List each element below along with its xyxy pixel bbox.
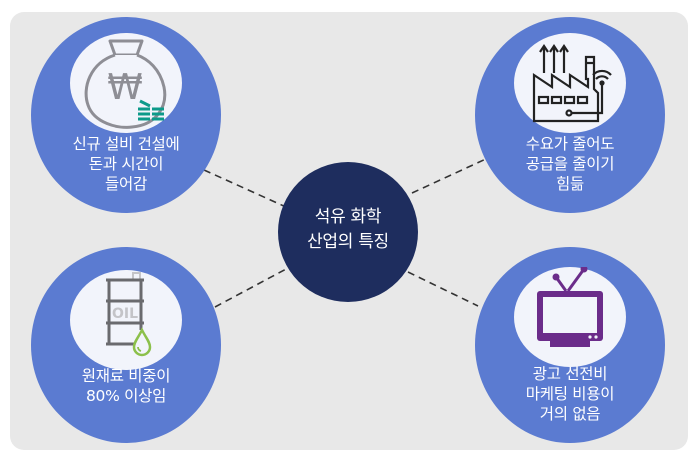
feature-node-supply-rigidity: 수요가 줄어도 공급을 줄이기 힘듦 — [475, 17, 665, 213]
money-bag-won-icon: ₩ — [84, 39, 167, 129]
label-line: 들어감 — [105, 175, 147, 193]
label-line: 신규 설비 건설에 — [72, 135, 180, 153]
label-line: 광고 선전비 — [532, 365, 608, 383]
connector-top-left — [203, 169, 287, 208]
won-symbol: ₩ — [107, 67, 143, 108]
label-line: 돈과 시간이 — [88, 155, 164, 173]
feature-node-raw-material-ratio: OIL 원재료 비중이 80% 이상임 — [31, 247, 221, 443]
label-line: 공급을 줄이기 — [525, 155, 615, 173]
node-label: 광고 선전비 마케팅 비용이 거의 없음 — [475, 364, 665, 424]
icon-background — [514, 267, 626, 367]
television-icon — [537, 267, 603, 347]
icon-background: ₩ — [70, 33, 182, 133]
feature-node-construction-cost: ₩ 신규 설비 건설에 돈과 시간이 들어감 — [31, 17, 221, 213]
center-title: 석유 화학 산업의 특징 — [278, 205, 418, 255]
feature-node-marketing-cost: 광고 선전비 마케팅 비용이 거의 없음 — [475, 247, 665, 443]
node-label: 신규 설비 건설에 돈과 시간이 들어감 — [31, 134, 221, 194]
icon-background: OIL — [70, 270, 182, 370]
icon-background — [514, 33, 626, 133]
connector-bottom-left — [214, 267, 289, 308]
connector-bottom-right — [407, 271, 479, 307]
label-line: 수요가 줄어도 — [525, 135, 615, 153]
title-line: 석유 화학 — [314, 207, 382, 227]
title-line: 산업의 특징 — [307, 232, 389, 252]
label-line: 마케팅 비용이 — [525, 385, 615, 403]
oil-label: OIL — [112, 306, 138, 322]
node-label: 원재료 비중이 80% 이상임 — [31, 366, 221, 406]
center-topic-node: 석유 화학 산업의 특징 — [278, 162, 418, 302]
node-label: 수요가 줄어도 공급을 줄이기 힘듦 — [475, 134, 665, 194]
oil-barrel-icon: OIL — [106, 272, 152, 357]
label-line: 거의 없음 — [539, 405, 601, 423]
label-line: 힘듦 — [556, 175, 584, 193]
label-line: 원재료 비중이 — [81, 367, 171, 385]
label-line: 80% 이상임 — [85, 387, 167, 405]
factory-icon — [532, 44, 612, 123]
connector-top-right — [411, 157, 489, 194]
